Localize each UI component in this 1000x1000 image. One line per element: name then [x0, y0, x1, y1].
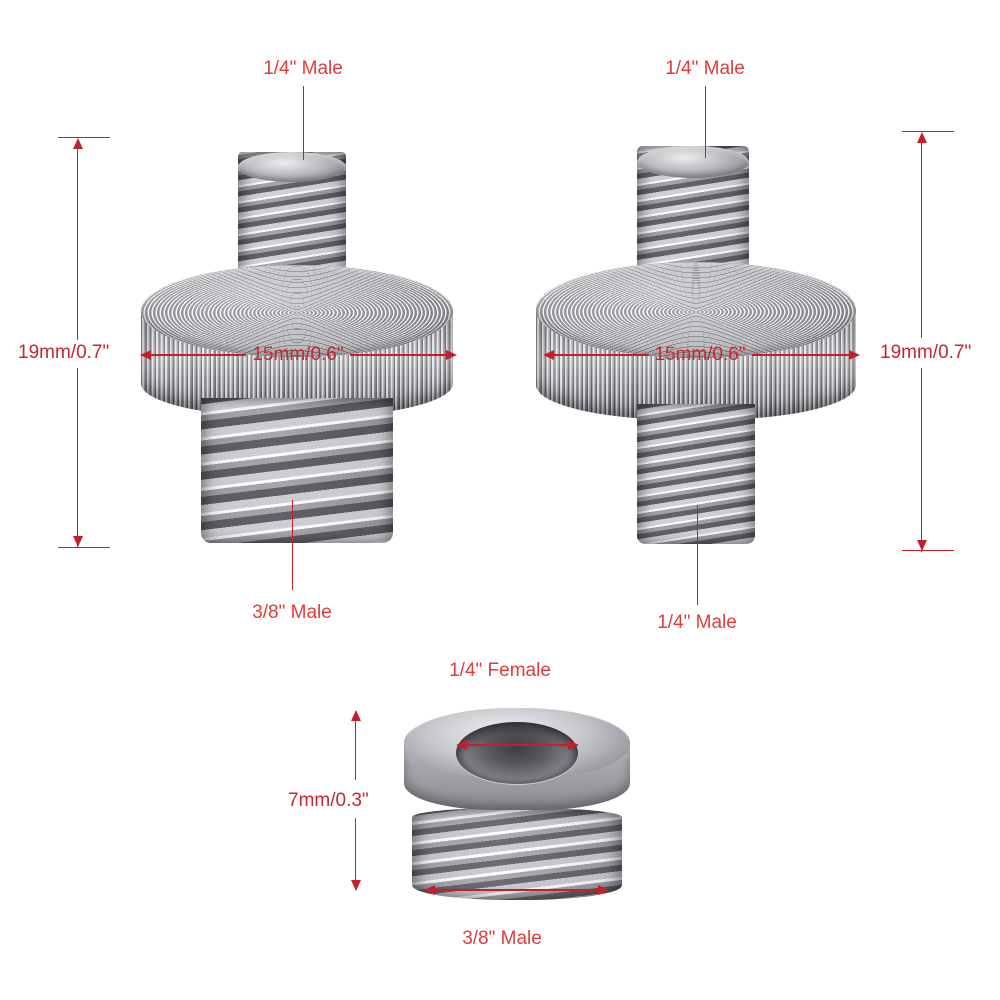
- bushing-thread-dim-line: [432, 889, 600, 891]
- right-width-dim-line-left: [551, 354, 649, 356]
- bushing-height-dim-line-lower: [355, 818, 357, 890]
- left-width-arrow-left: [140, 350, 151, 360]
- right-screw-top-label: 1/4" Male: [665, 58, 745, 79]
- bushing-thread-arrow-right: [598, 885, 609, 895]
- left-width-dimension-label: 15mm/0.6": [252, 344, 344, 365]
- right-width-dimension-label: 15mm/0.6": [654, 344, 746, 365]
- left-screw-bottom-leader-line: [292, 500, 294, 590]
- right-screw-flange: [536, 262, 856, 420]
- right-screw-bottom-label: 1/4" Male: [657, 612, 737, 633]
- right-screw-bottom-leader-line: [697, 505, 699, 605]
- left-screw-flange: [141, 265, 453, 417]
- right-height-dim-line-upper: [921, 134, 923, 338]
- bushing-female-bore: [456, 722, 578, 784]
- left-width-arrow-right: [446, 350, 457, 360]
- right-width-arrow-right: [849, 350, 860, 360]
- right-screw-flange-top-face: [536, 262, 856, 358]
- bushing-height-arrow-bottom: [351, 880, 361, 891]
- right-screw-bottom-thread: [637, 404, 755, 544]
- right-height-ext-bottom: [902, 550, 954, 552]
- left-screw-top-leader-line: [303, 86, 305, 160]
- right-screw-top-leader-line: [705, 86, 707, 158]
- left-height-arrow-bottom: [73, 536, 83, 547]
- left-height-ext-bottom: [58, 547, 110, 549]
- right-height-dimension-label: 19mm/0.7": [880, 342, 972, 363]
- bottom-bushing-part: [404, 700, 630, 900]
- bushing-height-dimension-label: 7mm/0.3": [288, 790, 369, 811]
- bushing-bore-dim-line: [464, 744, 570, 746]
- bottom-bushing-bottom-label: 3/8" Male: [462, 928, 542, 949]
- left-screw-bottom-thread: [201, 398, 393, 543]
- left-screw-flange-top-face: [141, 265, 453, 357]
- bushing-bore-arrow-left: [456, 740, 467, 750]
- bushing-bore-arrow-right: [568, 740, 579, 750]
- bushing-bottom-thread: [412, 808, 622, 900]
- left-height-ext-top: [58, 137, 110, 139]
- bushing-height-arrow-top: [351, 710, 361, 721]
- left-screw-top-thread-cap: [238, 152, 346, 182]
- bushing-thread-arrow-left: [424, 885, 435, 895]
- left-height-arrow-top: [73, 138, 83, 149]
- left-height-dimension-label: 19mm/0.7": [18, 342, 110, 363]
- right-height-ext-top: [902, 131, 954, 133]
- bushing-height-dim-line-upper: [355, 712, 357, 780]
- left-screw-top-label: 1/4" Male: [263, 58, 343, 79]
- right-height-arrow-top: [917, 132, 927, 143]
- right-width-arrow-left: [543, 350, 554, 360]
- right-height-dim-line-lower: [921, 368, 923, 552]
- left-width-dim-line-left: [148, 354, 246, 356]
- right-width-dim-line-right: [752, 354, 851, 356]
- left-screw-bottom-label: 3/8" Male: [252, 602, 332, 623]
- left-height-dim-line-lower: [77, 368, 79, 548]
- bottom-bushing-top-label: 1/4" Female: [449, 660, 551, 681]
- left-height-dim-line-upper: [77, 140, 79, 340]
- right-height-arrow-bottom: [917, 540, 927, 551]
- right-screw-top-thread-cap: [637, 146, 749, 178]
- left-width-dim-line-right: [350, 354, 448, 356]
